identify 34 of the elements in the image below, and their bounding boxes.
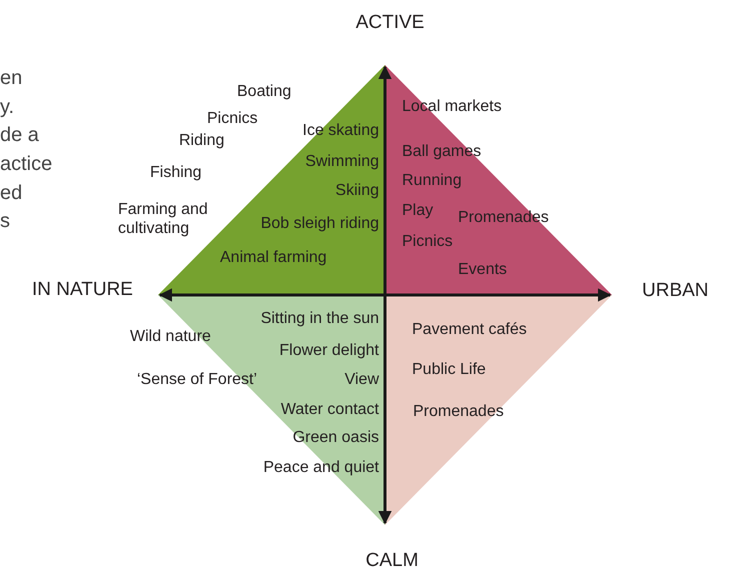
activity-label: Farming and cultivating	[118, 200, 209, 238]
activity-label: Flower delight	[279, 341, 379, 360]
activity-label: Picnics	[402, 232, 453, 252]
activity-label: Water contact	[280, 400, 379, 420]
text-fragment: s	[0, 209, 10, 233]
activity-label: Riding	[179, 131, 224, 150]
activity-label: Promenades	[413, 402, 504, 422]
activity-label: Pavement cafés	[412, 320, 527, 340]
axis-label: URBAN	[642, 280, 709, 303]
text-fragment: y.	[0, 95, 14, 119]
activity-label: Swimming	[305, 152, 379, 172]
activity-label: Picnics	[207, 109, 258, 128]
axis-label: CALM	[366, 550, 418, 573]
activity-label: Events	[458, 260, 507, 280]
activity-label: Animal farming	[220, 248, 327, 268]
activity-label: Green oasis	[292, 428, 379, 448]
activity-label: Public Life	[412, 360, 486, 380]
activity-label: Play	[402, 201, 434, 220]
activity-label: ‘Sense of Forest’	[137, 370, 258, 390]
activity-label: Bob sleigh riding	[260, 214, 379, 234]
activity-label: Peace and quiet	[263, 458, 379, 478]
activity-label: Wild nature	[130, 327, 211, 346]
activity-label: Sitting in the sun	[260, 309, 379, 328]
activity-label: Boating	[237, 82, 292, 102]
activity-label: View	[344, 370, 379, 390]
text-fragment: actice	[0, 152, 52, 176]
axis-label: IN NATURE	[32, 279, 133, 302]
activity-label: Fishing	[150, 163, 202, 182]
axis-label: ACTIVE	[356, 12, 424, 35]
text-fragment: de a	[0, 123, 39, 147]
text-fragment: en	[0, 66, 22, 90]
activity-label: Skiing	[335, 181, 379, 200]
text-fragment: ed	[0, 181, 22, 205]
activity-label: Running	[402, 171, 462, 190]
